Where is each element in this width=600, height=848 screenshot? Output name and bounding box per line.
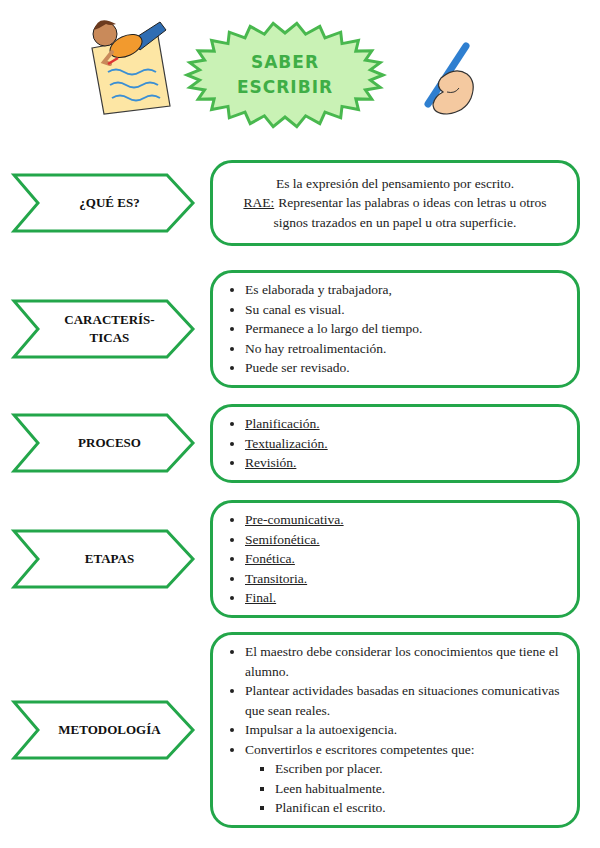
bullet-item: Semifonética.: [245, 530, 561, 550]
bullet-item: El maestro debe considerar los conocimie…: [245, 642, 561, 681]
bullet-item: Plantear actividades basadas en situacio…: [245, 681, 561, 720]
section-label: ¿QUÉ ES?: [61, 194, 145, 212]
bullet-item: No hay retroalimentación.: [245, 339, 561, 359]
hand: [433, 71, 473, 114]
bullet-list: Planificación.Textualización.Revisión.: [229, 414, 561, 473]
hand-pen-icon: [428, 46, 473, 114]
chevron-label: ETAPAS: [12, 529, 195, 589]
bullet-item: Impulsar a la autoexigencia.: [245, 720, 561, 740]
source-tag: RAE:: [243, 195, 274, 210]
child-hair: [94, 20, 116, 30]
chevron-outline: [14, 531, 193, 587]
section-label: ETAPAS: [67, 550, 140, 568]
bullet-item: Permanece a lo largo del tiempo.: [245, 319, 561, 339]
chevron-outline: [14, 415, 193, 471]
title-starburst: [187, 23, 383, 126]
paragraph: Es la expresión del pensamiento por escr…: [229, 174, 561, 194]
content-box: Es elaborada y trabajadora,Su canal es v…: [210, 270, 580, 388]
section-label: PROCESO: [60, 434, 147, 452]
bullet-list: Es elaborada y trabajadora,Su canal es v…: [229, 280, 561, 378]
content-box: El maestro debe considerar los conocimie…: [210, 632, 580, 828]
chevron-shape: [12, 299, 195, 359]
bullet-item: Revisión.: [245, 453, 561, 473]
hand-fold: [447, 88, 459, 93]
bullet-item: Fonética.: [245, 549, 561, 569]
definition-text: Es la expresión del pensamiento por escr…: [276, 176, 514, 191]
paper-line: [112, 96, 160, 101]
chevron-outline: [14, 175, 193, 231]
paragraph: RAE:Representar las palabras o ideas con…: [229, 193, 561, 232]
bullet-item: Puede ser revisado.: [245, 358, 561, 378]
chevron-label: ¿QUÉ ES?: [12, 173, 195, 233]
bullet-item: Planificación.: [245, 414, 561, 434]
bullet-item: Transitoria.: [245, 569, 561, 589]
bullet-item: Leen habitualmente.: [275, 779, 561, 799]
bullet-item: Escriben por placer.: [275, 759, 561, 779]
bullet-list: Pre-comunicativa.Semifonética.Fonética.T…: [229, 510, 561, 608]
child-pencil: [108, 58, 118, 64]
bullet-item: Final.: [245, 588, 561, 608]
writing-child-icon: [92, 20, 170, 114]
title: SABER ESCRIBIR: [237, 50, 333, 99]
bullet-item: Convertirlos e escritores competentes qu…: [245, 740, 561, 760]
bullet-item: Es elaborada y trabajadora,: [245, 280, 561, 300]
bullet-item: Pre-comunicativa.: [245, 510, 561, 530]
content-box: Es la expresión del pensamiento por escr…: [210, 160, 580, 246]
chevron-label: METODOLOGÍA: [12, 700, 195, 760]
content-box: Pre-comunicativa.Semifonética.Fonética.T…: [210, 500, 580, 618]
section-label: CARACTERÍS- TICAS: [46, 311, 160, 346]
definition-text: Representar las palabras o ideas con let…: [274, 195, 547, 230]
section-label: METODOLOGÍA: [40, 721, 166, 739]
paper-line: [108, 70, 156, 75]
bullet-item: Textualización.: [245, 434, 561, 454]
chevron-outline: [14, 301, 193, 357]
content-box: Planificación.Textualización.Revisión.: [210, 404, 580, 483]
chevron-label: PROCESO: [12, 413, 195, 473]
bullet-item: Su canal es visual.: [245, 300, 561, 320]
chevron-outline: [14, 702, 193, 758]
bullet-list: El maestro debe considerar los conocimie…: [229, 642, 561, 818]
paper-line: [110, 83, 158, 88]
chevron-label: CARACTERÍS- TICAS: [12, 299, 195, 359]
bullet-item: Planifican el escrito.: [275, 798, 561, 818]
